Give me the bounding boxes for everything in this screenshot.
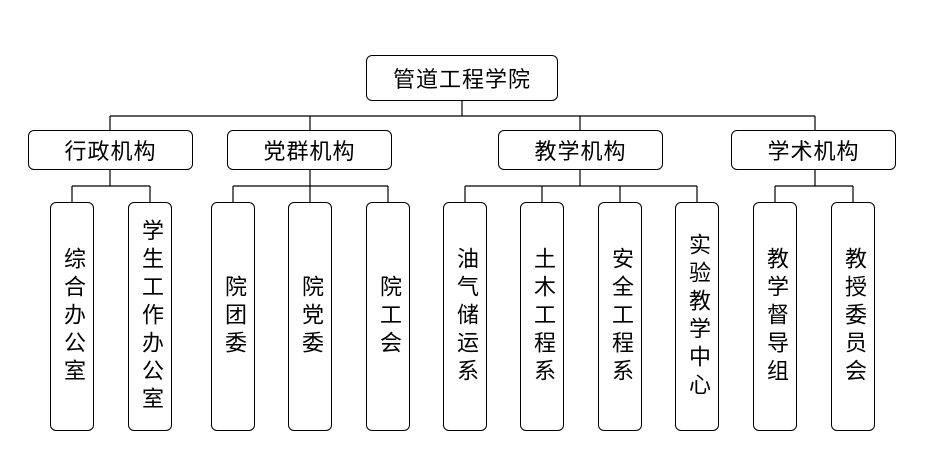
unit-label: 学生工作办公室 <box>138 218 163 415</box>
unit-node-oil-gas-storage: 油气储运系 <box>443 202 487 431</box>
unit-node-youth-league: 院团委 <box>211 202 255 431</box>
unit-label: 院团委 <box>221 274 246 359</box>
unit-label: 院工会 <box>376 274 401 359</box>
unit-node-student-affairs: 学生工作办公室 <box>128 202 172 431</box>
group-node-party: 党群机构 <box>227 130 392 170</box>
group-label: 行政机构 <box>64 140 157 165</box>
unit-label: 综合办公室 <box>60 246 85 387</box>
group-node-academic: 学术机构 <box>731 130 896 170</box>
unit-node-safety-engineering: 安全工程系 <box>598 202 642 431</box>
unit-label: 油气储运系 <box>453 246 478 387</box>
group-node-teaching: 教学机构 <box>498 130 663 170</box>
unit-node-experiment-center: 实验教学中心 <box>675 202 719 431</box>
unit-label: 实验教学中心 <box>685 232 710 401</box>
unit-label: 院党委 <box>298 274 323 359</box>
unit-label: 土木工程系 <box>530 246 555 387</box>
unit-label: 教学督导组 <box>763 246 788 387</box>
unit-node-civil-engineering: 土木工程系 <box>520 202 564 431</box>
unit-node-teaching-supervision: 教学督导组 <box>753 202 797 431</box>
unit-node-professor-committee: 教授委员会 <box>831 202 875 431</box>
group-label: 党群机构 <box>263 140 356 165</box>
unit-node-labor-union: 院工会 <box>366 202 410 431</box>
group-node-admin: 行政机构 <box>28 130 193 170</box>
unit-node-party-committee: 院党委 <box>288 202 332 431</box>
root-label: 管道工程学院 <box>392 68 531 93</box>
unit-label: 安全工程系 <box>608 246 633 387</box>
group-label: 教学机构 <box>534 140 627 165</box>
group-label: 学术机构 <box>767 140 860 165</box>
root-node: 管道工程学院 <box>366 55 558 101</box>
unit-label: 教授委员会 <box>841 246 866 387</box>
unit-node-general-office: 综合办公室 <box>50 202 94 431</box>
